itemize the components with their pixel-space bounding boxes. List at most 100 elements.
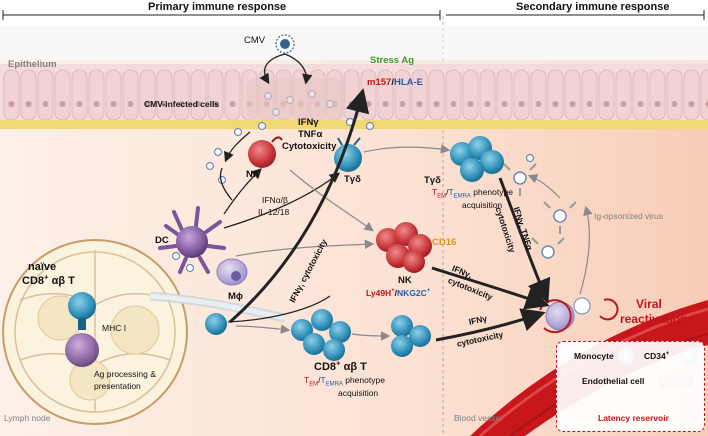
viral-label: Viral	[636, 297, 662, 311]
epithelial-cell	[207, 69, 224, 121]
epithelial-cell	[666, 69, 683, 121]
naive-label: naïve	[28, 261, 57, 273]
stress-ag-label: Stress Ag	[370, 55, 414, 66]
nkg2c-label: NKG2C	[397, 288, 427, 298]
header-bar	[0, 0, 708, 16]
epithelial-nucleus	[76, 101, 83, 107]
epithelial-nucleus	[671, 101, 678, 107]
epithelial-nucleus	[93, 101, 100, 107]
macrophage	[216, 258, 248, 286]
ig-virus-label: Ig-opsonized virus	[594, 211, 663, 221]
tgd-cell-left	[334, 137, 362, 172]
epithelial-nucleus	[144, 101, 151, 107]
bottom-tem-sub: EM	[309, 381, 319, 388]
epithelial-nucleus	[535, 101, 542, 107]
ig-opsonized-virus	[503, 163, 577, 259]
nk-receptor-label: Ly49H+/NKG2C+	[366, 288, 431, 298]
cd8-effector-cluster	[391, 315, 431, 357]
bottom-slash: /	[318, 375, 321, 385]
epithelial-cell	[581, 69, 598, 121]
epithelial-nucleus	[42, 101, 49, 107]
legend-cd34: CD34+	[644, 351, 670, 361]
epithelial-cell	[54, 69, 71, 121]
cd16-label: CD16	[432, 237, 457, 248]
epithelial-nucleus	[586, 101, 593, 107]
epithelial-cell	[683, 69, 700, 121]
ligand-slash: /	[391, 77, 394, 88]
tgd-acquisition-label: acquisition	[462, 200, 503, 210]
epithelial-nucleus	[705, 101, 708, 107]
temra-t: T	[448, 187, 454, 197]
ifng-top-label: IFNγ	[298, 117, 319, 128]
epithelial-nucleus	[501, 101, 508, 107]
legend-box	[556, 341, 705, 432]
virus-particle	[525, 153, 535, 163]
nk-cell-top	[248, 136, 283, 168]
cmv-label: CMV	[244, 35, 266, 46]
reactivation-label: reactivation	[620, 312, 688, 326]
cmv-virion	[275, 34, 295, 54]
epithelial-nucleus	[229, 101, 236, 107]
nk-cluster	[376, 222, 432, 273]
virus-particle	[213, 147, 223, 157]
virus-particle	[233, 127, 243, 137]
nk-mid-label: NK	[398, 275, 412, 286]
legend-cd34-sup: +	[665, 351, 670, 358]
epithelial-cell	[615, 69, 632, 121]
cd8-phenotype-label: TEM/TEMRA phenotype	[304, 375, 385, 388]
cd8-cluster	[291, 309, 351, 361]
epithelial-cell	[3, 69, 20, 121]
legend-cd34-text: CD34	[644, 351, 666, 361]
infected-cells	[246, 78, 346, 120]
epithelial-nucleus	[484, 101, 491, 107]
mhc-label: MHC I	[102, 323, 127, 333]
naive-cd8-sup: +	[44, 272, 49, 282]
epithelial-nucleus	[637, 101, 644, 107]
cd8-bottom-text: CD8	[314, 361, 337, 373]
lymph-node-label: Lymph node	[4, 413, 51, 423]
macrophage-label: Mϕ	[228, 291, 244, 302]
virus-particle	[257, 121, 267, 131]
temra-sub: EMRA	[453, 193, 471, 200]
epithelial-nucleus	[433, 101, 440, 107]
epithelial-cell	[530, 69, 547, 121]
ag-processing-label: Ag processing &	[94, 369, 156, 379]
virus-particle	[365, 121, 375, 131]
naive-t-cell	[65, 292, 99, 367]
epithelial-nucleus	[348, 101, 355, 107]
epithelial-nucleus	[8, 101, 15, 107]
epithelium-label: Epithelium	[8, 59, 57, 70]
secondary-response-label: Secondary immune response	[516, 1, 670, 13]
dendritic-cell	[158, 206, 226, 274]
epithelial-cell	[105, 69, 122, 121]
epithelial-nucleus	[688, 101, 695, 107]
epithelial-nucleus	[620, 101, 627, 107]
bottom-temra-t: T	[320, 375, 326, 385]
epithelial-nucleus	[467, 101, 474, 107]
epithelial-cell	[598, 69, 615, 121]
nkg2c-sup: +	[426, 288, 431, 295]
epithelial-nucleus	[450, 101, 457, 107]
blood-vessel-label: Blood vessel	[454, 413, 503, 423]
naive-cd8-label: CD8+ αβ T	[22, 273, 75, 287]
epithelial-cell	[700, 69, 708, 121]
hla-e-label: HLA-E	[393, 77, 423, 88]
ifn-ab-label: IFNα/β	[262, 195, 288, 205]
epithelial-nucleus	[178, 101, 185, 107]
epithelial-nucleus	[127, 101, 134, 107]
epithelial-nucleus	[416, 101, 423, 107]
tgd-left-label: Tγδ	[344, 174, 361, 185]
cd8-acquisition-label: acquisition	[338, 388, 379, 398]
virus-particle	[185, 263, 195, 273]
epithelial-nucleus	[569, 101, 576, 107]
epithelial-cell	[445, 69, 462, 121]
tem-t: T	[432, 187, 438, 197]
epithelial-cell	[173, 69, 190, 121]
il12-label: IL-12/18	[258, 207, 290, 217]
epithelial-nucleus	[603, 101, 610, 107]
tgd-right-label: Tγδ	[424, 175, 441, 186]
tgd-phenotype-word: phenotype	[473, 187, 513, 197]
ly49h-sup: +	[391, 288, 395, 295]
virus-particle	[171, 251, 181, 261]
